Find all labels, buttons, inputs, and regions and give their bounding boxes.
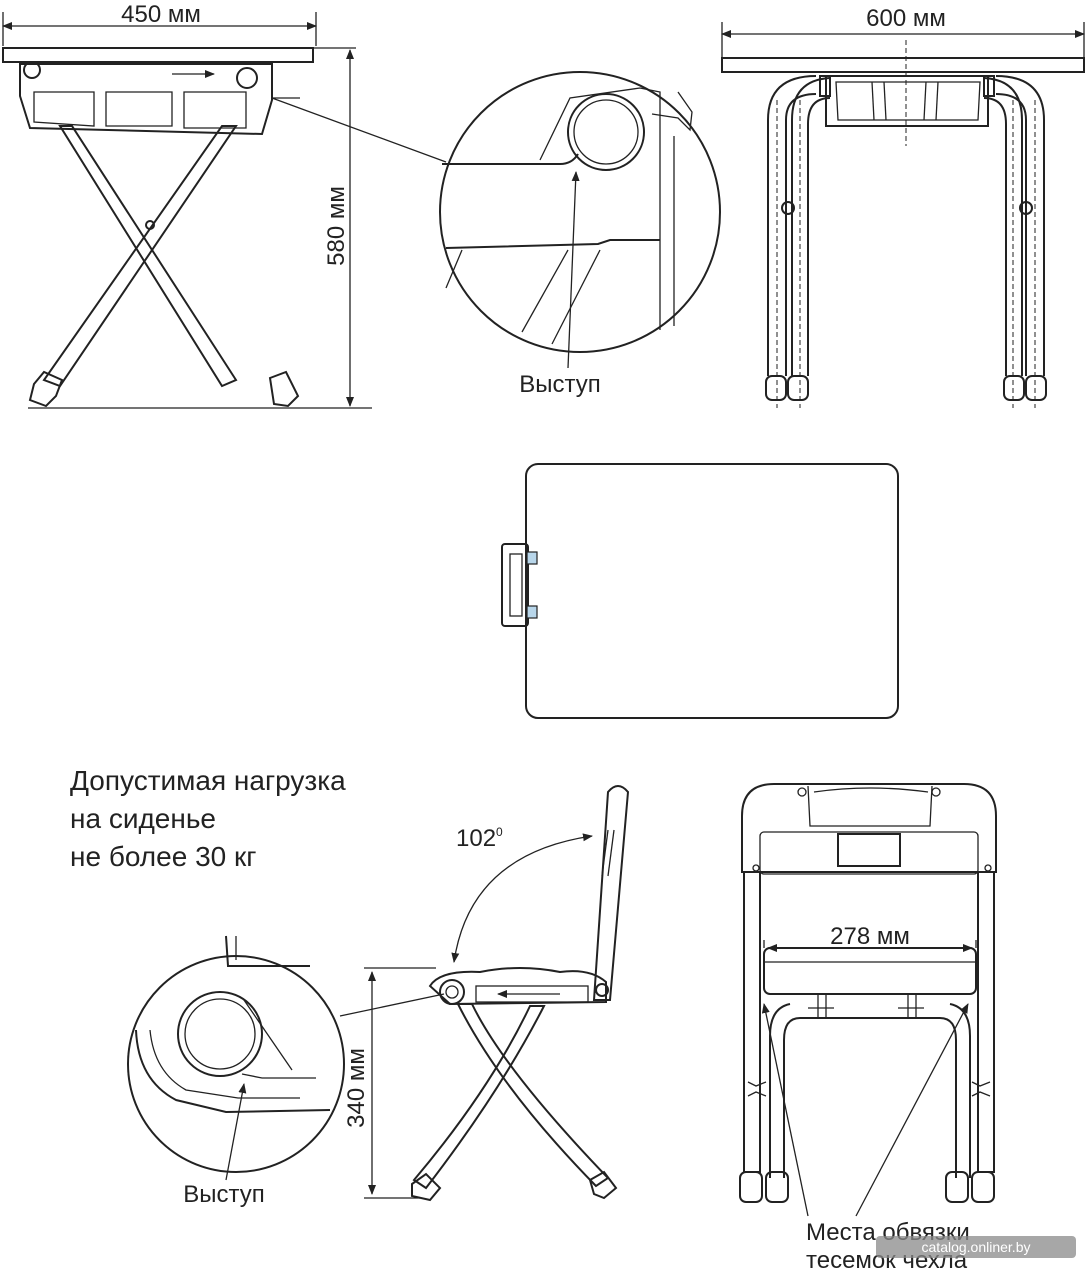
chair-front-view: 278 мм Места обвязки тесемок чехла [739, 783, 997, 1272]
chair-upright-right [977, 872, 995, 1173]
table-front-view: 600 мм [721, 5, 1085, 408]
leg-cap [971, 1171, 995, 1203]
tube-leg-right-inner [983, 77, 1023, 376]
zoom-circle [439, 71, 721, 353]
table-side-view: 450 мм 580 мм [2, 1, 447, 409]
pin-circle [567, 93, 645, 171]
table-detail-zoom: Выступ [439, 71, 721, 398]
pin-circle [177, 991, 263, 1077]
seat-height-label: 340 мм [343, 1048, 370, 1128]
leg-cap [765, 375, 787, 401]
table-depth-label: 450 мм [121, 1, 201, 28]
leg-tip [588, 1170, 618, 1200]
zoom-leader [271, 97, 447, 163]
chair-side-view: 340 мм 1020 [343, 785, 630, 1202]
watermark-text: catalog.onliner.by [922, 1239, 1031, 1255]
chair-detail-zoom: Выступ [127, 935, 445, 1208]
watermark: catalog.onliner.by [876, 1236, 1076, 1258]
seat-edge [225, 935, 310, 967]
seat [428, 967, 607, 1006]
load-note-line2: на сиденье [70, 803, 216, 834]
chair-upright-left [743, 872, 761, 1173]
tube-leg-right-outer [995, 75, 1045, 376]
load-note: Допустимая нагрузка на сиденье не более … [70, 765, 346, 872]
leg-cap [739, 1171, 763, 1203]
chair-lower-frame [769, 1003, 971, 1178]
tube-leg-left-inner [791, 77, 831, 376]
table-frame [19, 63, 273, 136]
back-angle-arc [451, 833, 593, 963]
leg-hinge [145, 220, 155, 230]
load-note-line1: Допустимая нагрузка [70, 765, 346, 796]
backrest [592, 785, 630, 1001]
tabletop-front [721, 57, 1085, 73]
tabletop-outline [525, 463, 899, 719]
drawer-handle-clip [501, 543, 529, 627]
protrusion-pivot [236, 67, 258, 89]
leg-cap [787, 375, 809, 401]
chair-seat-front [763, 947, 977, 995]
rail-bottom [445, 239, 660, 249]
leg-front [58, 125, 238, 388]
seat-pivot [439, 979, 465, 1005]
tabletop-top-view [501, 463, 899, 719]
leg-tip [28, 370, 64, 408]
protrusion-chair-label: Выступ [183, 1181, 265, 1208]
leg-cap [1003, 375, 1025, 401]
tie-point-arrow [761, 1003, 809, 1217]
chair-leg-rear [456, 1003, 610, 1188]
back-label-plate [837, 833, 901, 867]
tube-leg-left-outer [767, 75, 817, 376]
chair-back-frame [741, 783, 997, 873]
rail-top [442, 153, 579, 165]
seat-width-label: 278 мм [830, 923, 910, 950]
back-angle-label: 1020 [456, 825, 503, 852]
table-height-label: 580 мм [323, 186, 350, 266]
leg-cap [945, 1171, 969, 1203]
seat-frame [135, 1029, 331, 1114]
table-width-label: 600 мм [866, 5, 946, 32]
leg-hinge [1019, 201, 1033, 215]
leg-cap [1025, 375, 1047, 401]
protrusion-table-label: Выступ [519, 371, 601, 398]
leg-tip [411, 1172, 442, 1202]
protrusion-arrow [567, 171, 580, 369]
load-note-line3: не более 30 кг [70, 841, 256, 872]
leg-cap [765, 1171, 789, 1203]
leg-hinge [781, 201, 795, 215]
drawer-front [825, 75, 989, 127]
protrusion-arrow [225, 1083, 247, 1181]
pivot-circle [23, 61, 41, 79]
tie-point-arrow [855, 1003, 969, 1217]
leg-tip [268, 370, 300, 408]
zoom-leader [339, 993, 445, 1017]
tabletop-side [2, 47, 314, 63]
chair-leg-front [412, 1005, 546, 1190]
